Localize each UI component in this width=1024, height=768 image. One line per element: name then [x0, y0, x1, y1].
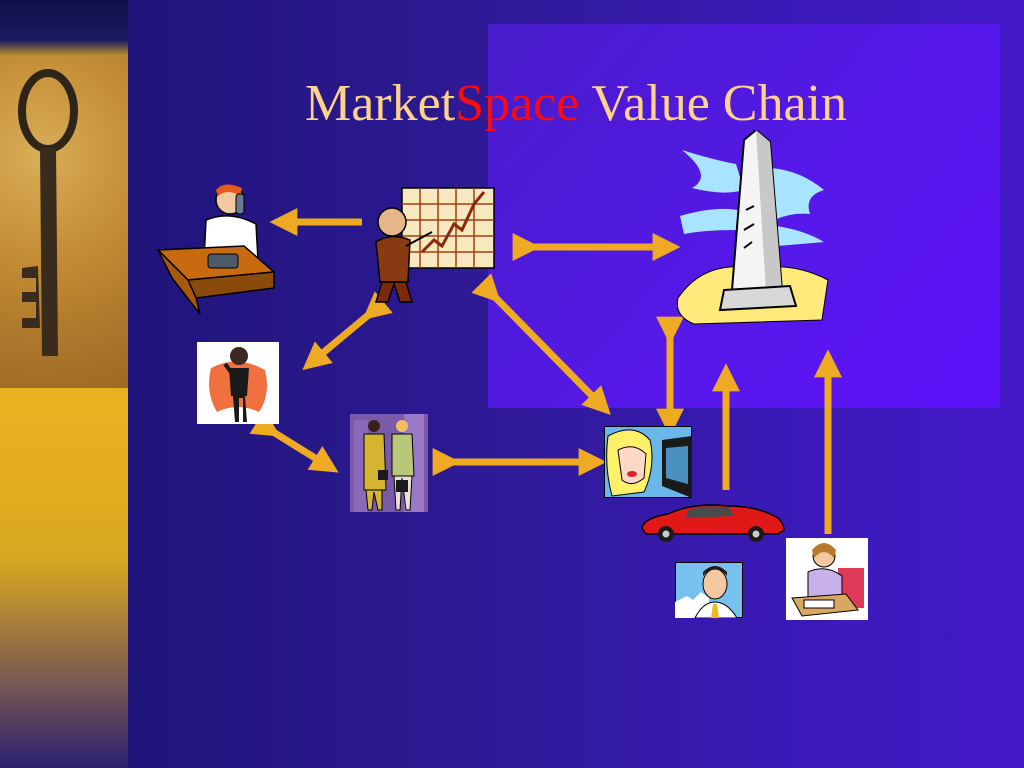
sports-car-icon [641, 504, 785, 542]
title-part-value-chain: Value Chain [579, 75, 847, 132]
monument-icon [676, 130, 829, 325]
title-part-market: Market [304, 75, 456, 132]
slide-title: MarketSpace Value Chain [128, 72, 1024, 136]
man-suit-icon [675, 562, 743, 618]
arrow-presenter-cellphone [302, 291, 393, 371]
businessman-desk-icon [156, 184, 276, 315]
handshake-icon [350, 414, 428, 512]
arrow-cellphone-handshake [249, 409, 339, 473]
key-image [0, 56, 128, 388]
presenter-chart-icon [374, 187, 495, 303]
cellphone-man-icon [197, 342, 279, 424]
arrow-presenter-computer [471, 273, 611, 415]
woman-phone-desk-icon [786, 538, 868, 620]
title-part-space: Space [455, 75, 580, 132]
key-icon [18, 69, 78, 356]
woman-computer-icon [604, 426, 692, 498]
